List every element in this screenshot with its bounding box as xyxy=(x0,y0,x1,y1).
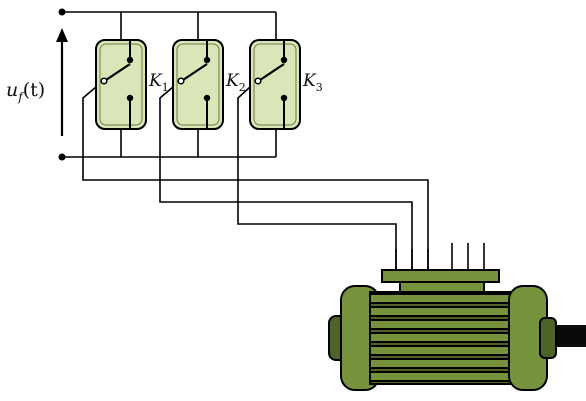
switch-k1-body[interactable] xyxy=(95,39,147,130)
motor-feed-wires xyxy=(82,86,429,270)
switch-k2-label: K2 xyxy=(225,71,246,94)
switch-k1-label: K1 xyxy=(148,71,169,94)
switch-k2-body[interactable] xyxy=(172,39,224,130)
switch-k2-blade-icon xyxy=(182,63,208,81)
switch-k3-label: K3 xyxy=(302,71,323,94)
switch-k1-blade-icon xyxy=(105,63,131,81)
motor xyxy=(328,243,586,391)
switch-k1[interactable] xyxy=(95,39,147,130)
voltage-label: uf(t) xyxy=(6,79,45,104)
motor-rear-hub xyxy=(539,317,557,359)
power-bus xyxy=(58,8,276,161)
switch-supply-wires xyxy=(120,12,277,157)
feed-wire-k1 xyxy=(82,86,429,270)
switch-k3-body[interactable] xyxy=(249,39,301,130)
motor-terminal-pins xyxy=(395,243,485,270)
motor-shaft xyxy=(548,325,586,347)
voltage-arrow xyxy=(56,28,68,136)
switch-k2[interactable] xyxy=(172,39,224,130)
bottom-terminal-dot xyxy=(58,153,66,161)
motor-terminal-box xyxy=(381,269,500,283)
feed-wire-k2 xyxy=(159,86,413,270)
switch-k3-blade-icon xyxy=(259,63,285,81)
top-terminal-dot xyxy=(58,8,66,16)
feed-wire-k3 xyxy=(237,86,397,270)
switch-k3[interactable] xyxy=(249,39,301,130)
